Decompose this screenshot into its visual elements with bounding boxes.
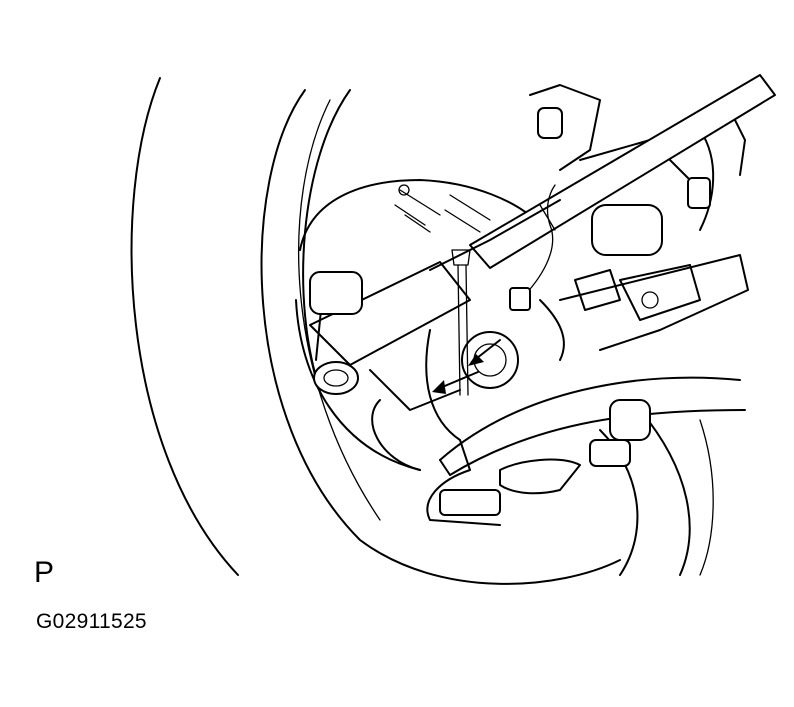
tie-rod-socket: [309, 271, 363, 315]
arrow-lower: [439, 371, 479, 389]
upper-arm: [529, 84, 601, 171]
torque-wrench-handle: [469, 74, 776, 269]
steering-knuckle: [425, 329, 501, 526]
backing-plate: [299, 179, 546, 251]
tire-outline: [260, 89, 621, 585]
dial-indicator: [457, 264, 469, 396]
shock-mount: [591, 204, 663, 256]
lower-control-arm: [559, 254, 749, 351]
wheel-well-arc: [130, 77, 239, 576]
wrench-socket-ring: [313, 361, 359, 395]
ball-joint-arm: [439, 376, 741, 461]
lower-ball-joint: [439, 489, 501, 516]
figure-code: G02911525: [36, 610, 147, 633]
torque-wrench-head: [309, 261, 471, 366]
hub-center: [461, 331, 519, 389]
view-letter: P: [34, 556, 55, 589]
brake-hose: [519, 184, 556, 301]
